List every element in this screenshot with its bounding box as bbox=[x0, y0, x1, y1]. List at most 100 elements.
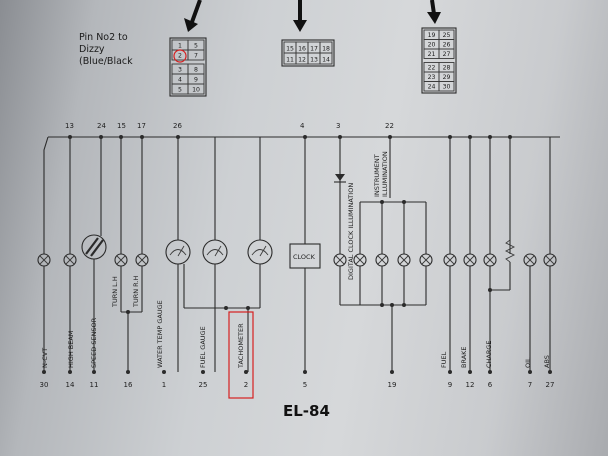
connector-pin-number: 8 bbox=[194, 67, 198, 74]
pin-highlight-circle bbox=[173, 49, 187, 63]
component-label: CHARGE bbox=[485, 340, 493, 368]
connector-pin-number: 12 bbox=[298, 57, 306, 64]
top-pin: 4 bbox=[300, 122, 305, 130]
connector-pin-number: 22 bbox=[428, 65, 436, 72]
connector-pin-number: 18 bbox=[322, 46, 330, 53]
component-label: WATER TEMP GAUGE bbox=[156, 300, 164, 368]
top-pin: 24 bbox=[97, 122, 106, 130]
component-label: ABS bbox=[543, 355, 551, 368]
terminal-dot bbox=[528, 370, 532, 374]
bottom-pin: 14 bbox=[66, 381, 75, 389]
component-label: FUEL bbox=[440, 351, 448, 368]
bottom-pin: 25 bbox=[199, 381, 208, 389]
connector-pin-number: 4 bbox=[178, 77, 182, 84]
connector-pin-number: 7 bbox=[194, 53, 198, 60]
connector-cell bbox=[187, 49, 205, 61]
charge-junction bbox=[488, 288, 492, 292]
lamp-icon bbox=[419, 253, 433, 267]
wires-to-bottom bbox=[43, 259, 551, 372]
top-pin: 15 bbox=[117, 122, 126, 130]
terminal-dot bbox=[448, 370, 452, 374]
terminal-dot bbox=[201, 370, 205, 374]
connector-pin-number: 3 bbox=[178, 67, 182, 74]
bottom-pin: 1 bbox=[162, 381, 166, 389]
arrow-right bbox=[427, 0, 441, 24]
terminal-dot bbox=[468, 370, 472, 374]
component-label: FUEL GAUGE bbox=[199, 326, 207, 368]
connector-pin-number: 30 bbox=[443, 84, 451, 91]
bottom-pin: 7 bbox=[528, 381, 532, 389]
wires-from-bus bbox=[43, 136, 551, 254]
connector-pin-number: 9 bbox=[194, 77, 198, 84]
terminal-dot bbox=[162, 370, 166, 374]
lamp-icon bbox=[37, 253, 51, 267]
lamp-icon bbox=[135, 253, 149, 267]
terminal-dot bbox=[92, 370, 96, 374]
lamp-icon bbox=[443, 253, 457, 267]
connector-pin-number: 11 bbox=[286, 57, 294, 64]
connector-pin-number: 2 bbox=[178, 53, 182, 60]
terminal-dot bbox=[42, 370, 46, 374]
bottom-pin: 5 bbox=[303, 381, 307, 389]
component-label: N-CVT bbox=[41, 348, 49, 368]
top-pin: 22 bbox=[385, 122, 394, 130]
arrow-middle bbox=[293, 0, 307, 32]
component-label: DIGITAL CLOCK ILLUMINATION bbox=[347, 183, 355, 280]
connector-pin-number: 23 bbox=[428, 74, 436, 81]
connector-housing bbox=[281, 39, 335, 67]
turn-common-wire bbox=[120, 266, 143, 372]
lamp-icon bbox=[543, 253, 557, 267]
page-id: EL-84 bbox=[283, 402, 330, 420]
connector-pin-number: 20 bbox=[428, 42, 436, 49]
terminal-dot bbox=[303, 370, 307, 374]
connector-pin-number: 19 bbox=[428, 32, 436, 39]
lamp-icon bbox=[375, 253, 389, 267]
diode-symbol bbox=[334, 174, 346, 183]
connector-pin-number: 13 bbox=[310, 57, 318, 64]
lamp-icon bbox=[353, 253, 367, 267]
annotation-line-3: (Blue/Black bbox=[79, 56, 133, 67]
turn-junction bbox=[126, 310, 130, 314]
terminal-dot bbox=[126, 370, 130, 374]
connector-cell bbox=[187, 83, 205, 95]
connector-pin-number: 5 bbox=[194, 43, 198, 50]
connector-pin-number: 5 bbox=[178, 87, 182, 94]
connector-pin-number: 29 bbox=[443, 74, 451, 81]
terminal-dot bbox=[68, 370, 72, 374]
lamp-icon bbox=[523, 253, 537, 267]
connector-pin-number: 28 bbox=[443, 65, 451, 72]
bus-junctions bbox=[68, 135, 512, 139]
component-label: TURN R.H bbox=[132, 275, 140, 308]
top-pin: 26 bbox=[173, 122, 182, 130]
lamp-icon bbox=[333, 253, 347, 267]
gauge-common-wire bbox=[177, 264, 306, 372]
connector-housing bbox=[421, 27, 457, 94]
terminal-dot bbox=[548, 370, 552, 374]
terminal-dot bbox=[390, 370, 394, 374]
top-pin: 3 bbox=[336, 122, 340, 130]
bracket-junctions bbox=[380, 200, 406, 307]
connector-cell bbox=[438, 48, 455, 59]
bottom-pin: 30 bbox=[40, 381, 49, 389]
component-label: HIGH BEAM bbox=[67, 331, 75, 368]
connector-pin-number: 21 bbox=[428, 51, 436, 58]
bottom-terminals bbox=[42, 370, 552, 374]
component-label: BRAKE bbox=[460, 346, 468, 368]
connector-pin-number: 10 bbox=[192, 87, 200, 94]
bottom-pin: 16 bbox=[124, 381, 133, 389]
lamp-icon bbox=[114, 253, 128, 267]
lamp-icon bbox=[397, 253, 411, 267]
connector-pin-number: 1 bbox=[178, 43, 182, 50]
bottom-pin: 2 bbox=[244, 381, 248, 389]
arrow-left bbox=[184, 0, 202, 32]
connector-pin-number: 27 bbox=[443, 51, 451, 58]
connector-pin-number: 24 bbox=[428, 84, 436, 91]
lamp-icon bbox=[463, 253, 477, 267]
top-pin: 13 bbox=[65, 122, 74, 130]
connector-pin-number: 14 bbox=[322, 57, 330, 64]
annotation-line-2: Dizzy bbox=[79, 44, 105, 55]
resistor-symbol bbox=[504, 239, 516, 263]
bottom-pin: 6 bbox=[488, 381, 493, 389]
